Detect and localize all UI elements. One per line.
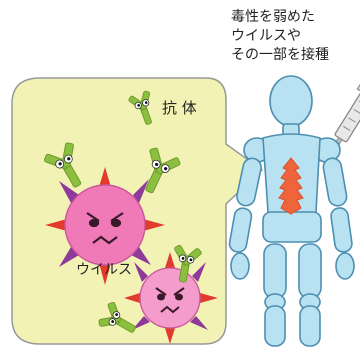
figure-left-hand — [231, 253, 249, 279]
antibody-label: 抗 体 — [162, 99, 197, 117]
figure-right-hand — [336, 253, 354, 279]
figure-right-forearm — [330, 207, 353, 253]
figure-pelvis — [263, 212, 321, 242]
figure-left-thigh — [264, 244, 286, 298]
figure-right-upper-arm — [322, 157, 348, 207]
figure-left-shin — [265, 306, 285, 346]
figure-right-thigh — [299, 244, 321, 298]
figure-right-shin — [300, 306, 320, 346]
figure-left-forearm — [228, 207, 252, 253]
small-virus-body — [140, 268, 200, 328]
figure-head — [270, 76, 312, 126]
virus-label: ウイルス — [76, 262, 132, 278]
large-virus-body — [65, 185, 145, 265]
